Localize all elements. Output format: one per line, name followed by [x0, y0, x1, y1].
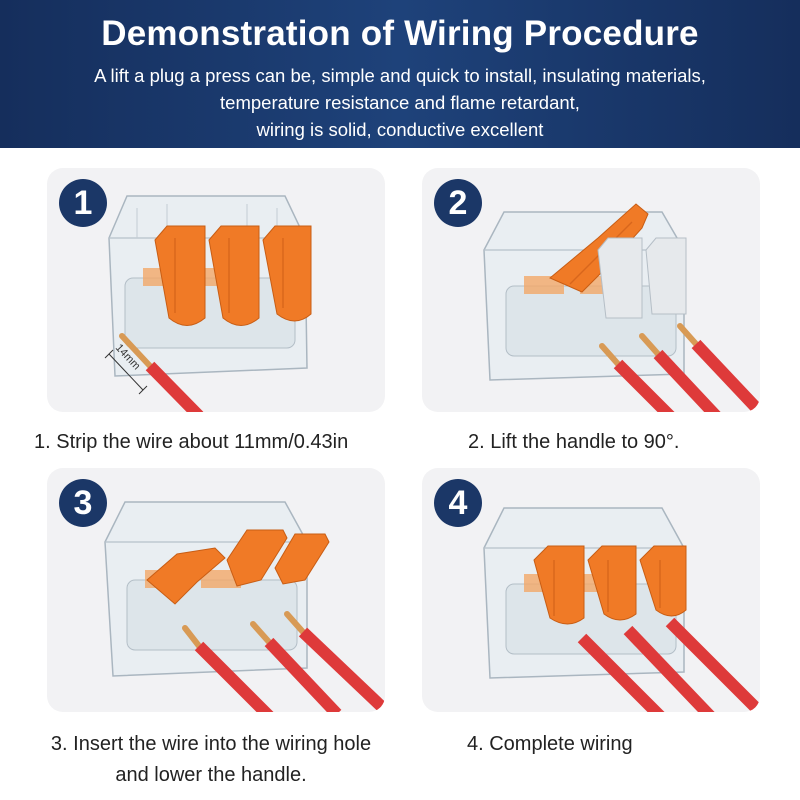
step-4-caption: 4. Complete wiring: [467, 733, 633, 755]
connector-stripped-wire-illustration: 14mm: [104, 195, 312, 412]
subtitle-line: A lift a plug a press can be, simple and…: [94, 65, 706, 86]
connector-lever-lifted-illustration: [483, 203, 760, 412]
step-number-badge: 3: [59, 479, 107, 527]
step-3-panel: 3: [47, 468, 385, 712]
page-title: Demonstration of Wiring Procedure: [101, 14, 699, 53]
step-number-badge: 1: [59, 179, 107, 227]
connector-wire-inserted-illustration: [104, 501, 385, 712]
connector-complete-illustration: [483, 507, 760, 712]
header-banner: Demonstration of Wiring Procedure A lift…: [0, 0, 800, 148]
step-number-badge: 2: [434, 179, 482, 227]
subtitle-line: wiring is solid, conductive excellent: [256, 119, 544, 140]
step-2-caption: 2. Lift the handle to 90°.: [468, 431, 680, 453]
step-3-caption: 3. Insert the wire into the wiring hole …: [50, 733, 372, 786]
step-4-panel: 4: [422, 468, 760, 712]
step-2-panel: 2: [422, 168, 760, 412]
page-subtitle: A lift a plug a press can be, simple and…: [20, 62, 780, 143]
step-1-panel: 14mm 1: [47, 168, 385, 412]
subtitle-line: temperature resistance and flame retarda…: [220, 92, 580, 113]
step-1-caption: 1. Strip the wire about 11mm/0.43in: [34, 431, 349, 453]
step-number-badge: 4: [434, 479, 482, 527]
